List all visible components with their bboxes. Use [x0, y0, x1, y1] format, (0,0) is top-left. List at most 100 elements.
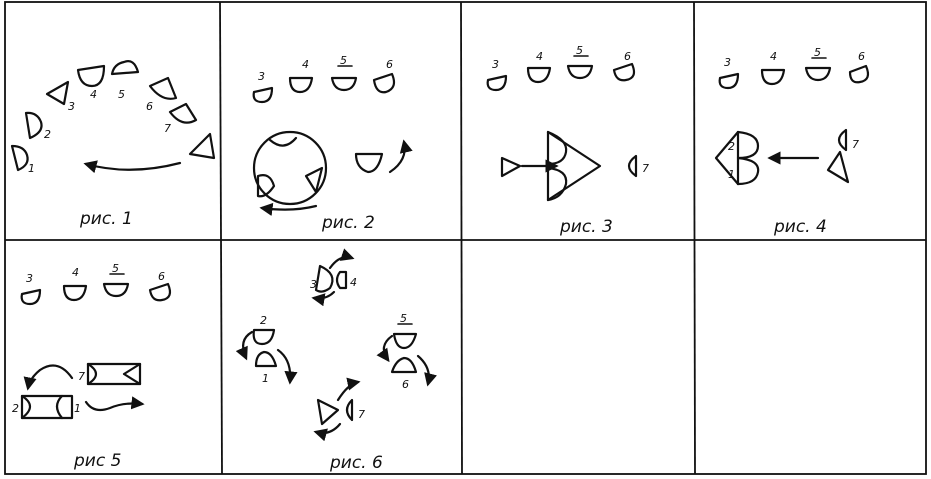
piece-5: 5: [112, 61, 138, 101]
piece-7: [839, 130, 846, 150]
panel-fig5: 3 4 5 6 7 2 1 рис 5: [12, 262, 170, 471]
piece-label-3: 3: [26, 272, 33, 285]
piece-label-2: 2: [12, 402, 19, 415]
ring-piece-left: [258, 175, 274, 196]
piece-7: [347, 400, 352, 420]
lower-block: 2 1: [12, 396, 81, 418]
piece-3: [316, 266, 332, 292]
loose-piece: [356, 154, 382, 172]
piece-label-4: 4: [350, 276, 357, 289]
piece-6: 6: [146, 78, 176, 113]
piece-6: [374, 74, 394, 92]
piece-label-3: 3: [724, 56, 731, 69]
piece-2: 2: [26, 113, 51, 141]
piece-label-7: 7: [642, 162, 649, 175]
rotate-arrow: [262, 206, 316, 210]
piece-label-6: 6: [386, 58, 393, 71]
piece-triangle: [190, 134, 214, 158]
piece-label-6: 6: [146, 100, 153, 113]
upper-block: 7: [78, 364, 140, 384]
piece-label-1: 1: [28, 162, 35, 175]
panel-fig3: 3 4 5 6 7 рис. 3: [488, 44, 649, 237]
piece-5: [332, 78, 356, 90]
piece-4: [290, 78, 312, 92]
triangle-piece: [828, 152, 848, 182]
caption-fig6: рис. 6: [329, 453, 383, 473]
piece-label-4: 4: [302, 58, 309, 71]
caption-fig3: рис. 3: [559, 217, 613, 237]
piece-label-7: 7: [78, 370, 85, 383]
panel-fig4: 3 4 5 6 2 1 7 рис. 4: [716, 46, 868, 237]
outer-border: [5, 2, 926, 474]
piece-label-6: 6: [402, 378, 409, 391]
piece-label-1: 1: [74, 402, 81, 415]
piece-label-5: 5: [340, 54, 347, 67]
piece-label-5: 5: [814, 46, 821, 59]
pair-1-2: 2 1: [243, 314, 290, 385]
piece-label-6: 6: [158, 270, 165, 283]
panel-fig2: 3 4 5 6 рис. 2: [254, 54, 405, 233]
piece-5: [394, 334, 416, 348]
piece-label-4: 4: [90, 88, 97, 101]
piece-label-2: 2: [44, 128, 51, 141]
panel-grid: [5, 2, 926, 474]
panel-fig6: 3 4 2 1 5 6 7 рис. 6: [243, 257, 429, 473]
piece-1: 1: [12, 146, 35, 175]
piece-label-3: 3: [258, 70, 265, 83]
panel-fig1: 1 2 3 4 5 6 7: [12, 61, 214, 229]
piece-label-6: 6: [624, 50, 631, 63]
piece-label-4: 4: [72, 266, 79, 279]
piece-3: 3: [47, 82, 75, 113]
piece-label-1: 1: [728, 168, 735, 181]
piece-label-2: 2: [260, 314, 267, 327]
piece-2: [254, 330, 274, 344]
top-row-pieces: 3 4 5 6: [720, 46, 868, 88]
piece-label-5: 5: [576, 44, 583, 57]
piece-7: 7: [164, 104, 196, 135]
pair-triangle-7: 7: [316, 382, 365, 433]
caption-fig1: рис. 1: [79, 209, 133, 229]
heart-assembly: 2 1: [716, 132, 758, 184]
piece-label-6: 6: [858, 50, 865, 63]
piece-label-5: 5: [112, 262, 119, 275]
piece-label-1: 1: [262, 372, 269, 385]
move-arrow: [86, 163, 180, 170]
piece-label-3: 3: [310, 278, 317, 291]
top-row-pieces: 3 4 5 6: [22, 262, 170, 304]
pair-3-4: 3 4: [310, 257, 357, 298]
piece-label-7: 7: [852, 138, 859, 151]
caption-fig5: рис 5: [73, 451, 121, 471]
column-divider-1: [220, 2, 222, 474]
piece-4: [337, 272, 346, 288]
flip-arrow: [390, 142, 405, 172]
ring-assembly: [254, 132, 326, 204]
top-row-pieces: 3 4 5 6: [488, 44, 634, 90]
piece-label-7: 7: [358, 408, 365, 421]
piece-label-5: 5: [118, 88, 125, 101]
piece-label-4: 4: [536, 50, 543, 63]
ring-piece-top: [270, 138, 296, 146]
piece-4: 4: [78, 66, 104, 101]
swap-arrow-left: [28, 366, 72, 389]
pair-5-6: 5 6: [384, 312, 429, 391]
top-row-pieces: 3 4 5 6: [254, 54, 394, 102]
piece-label-3: 3: [68, 100, 75, 113]
piece-7: [629, 156, 636, 176]
piece-6: [392, 358, 416, 372]
caption-fig4: рис. 4: [773, 217, 827, 237]
piece-label-7: 7: [164, 122, 171, 135]
column-divider-2: [461, 2, 462, 474]
piece-1: [256, 352, 276, 366]
piece-label-4: 4: [770, 50, 777, 63]
swap-arrow-right: [86, 402, 142, 410]
column-divider-3: [694, 2, 695, 474]
piece-3: [254, 88, 272, 102]
piece-label-3: 3: [492, 58, 499, 71]
triangle-piece: [318, 400, 338, 424]
piece-label-5: 5: [400, 312, 407, 325]
piece-label-2: 2: [728, 140, 735, 153]
triangle-piece: [502, 158, 520, 176]
caption-fig2: рис. 2: [321, 213, 375, 233]
